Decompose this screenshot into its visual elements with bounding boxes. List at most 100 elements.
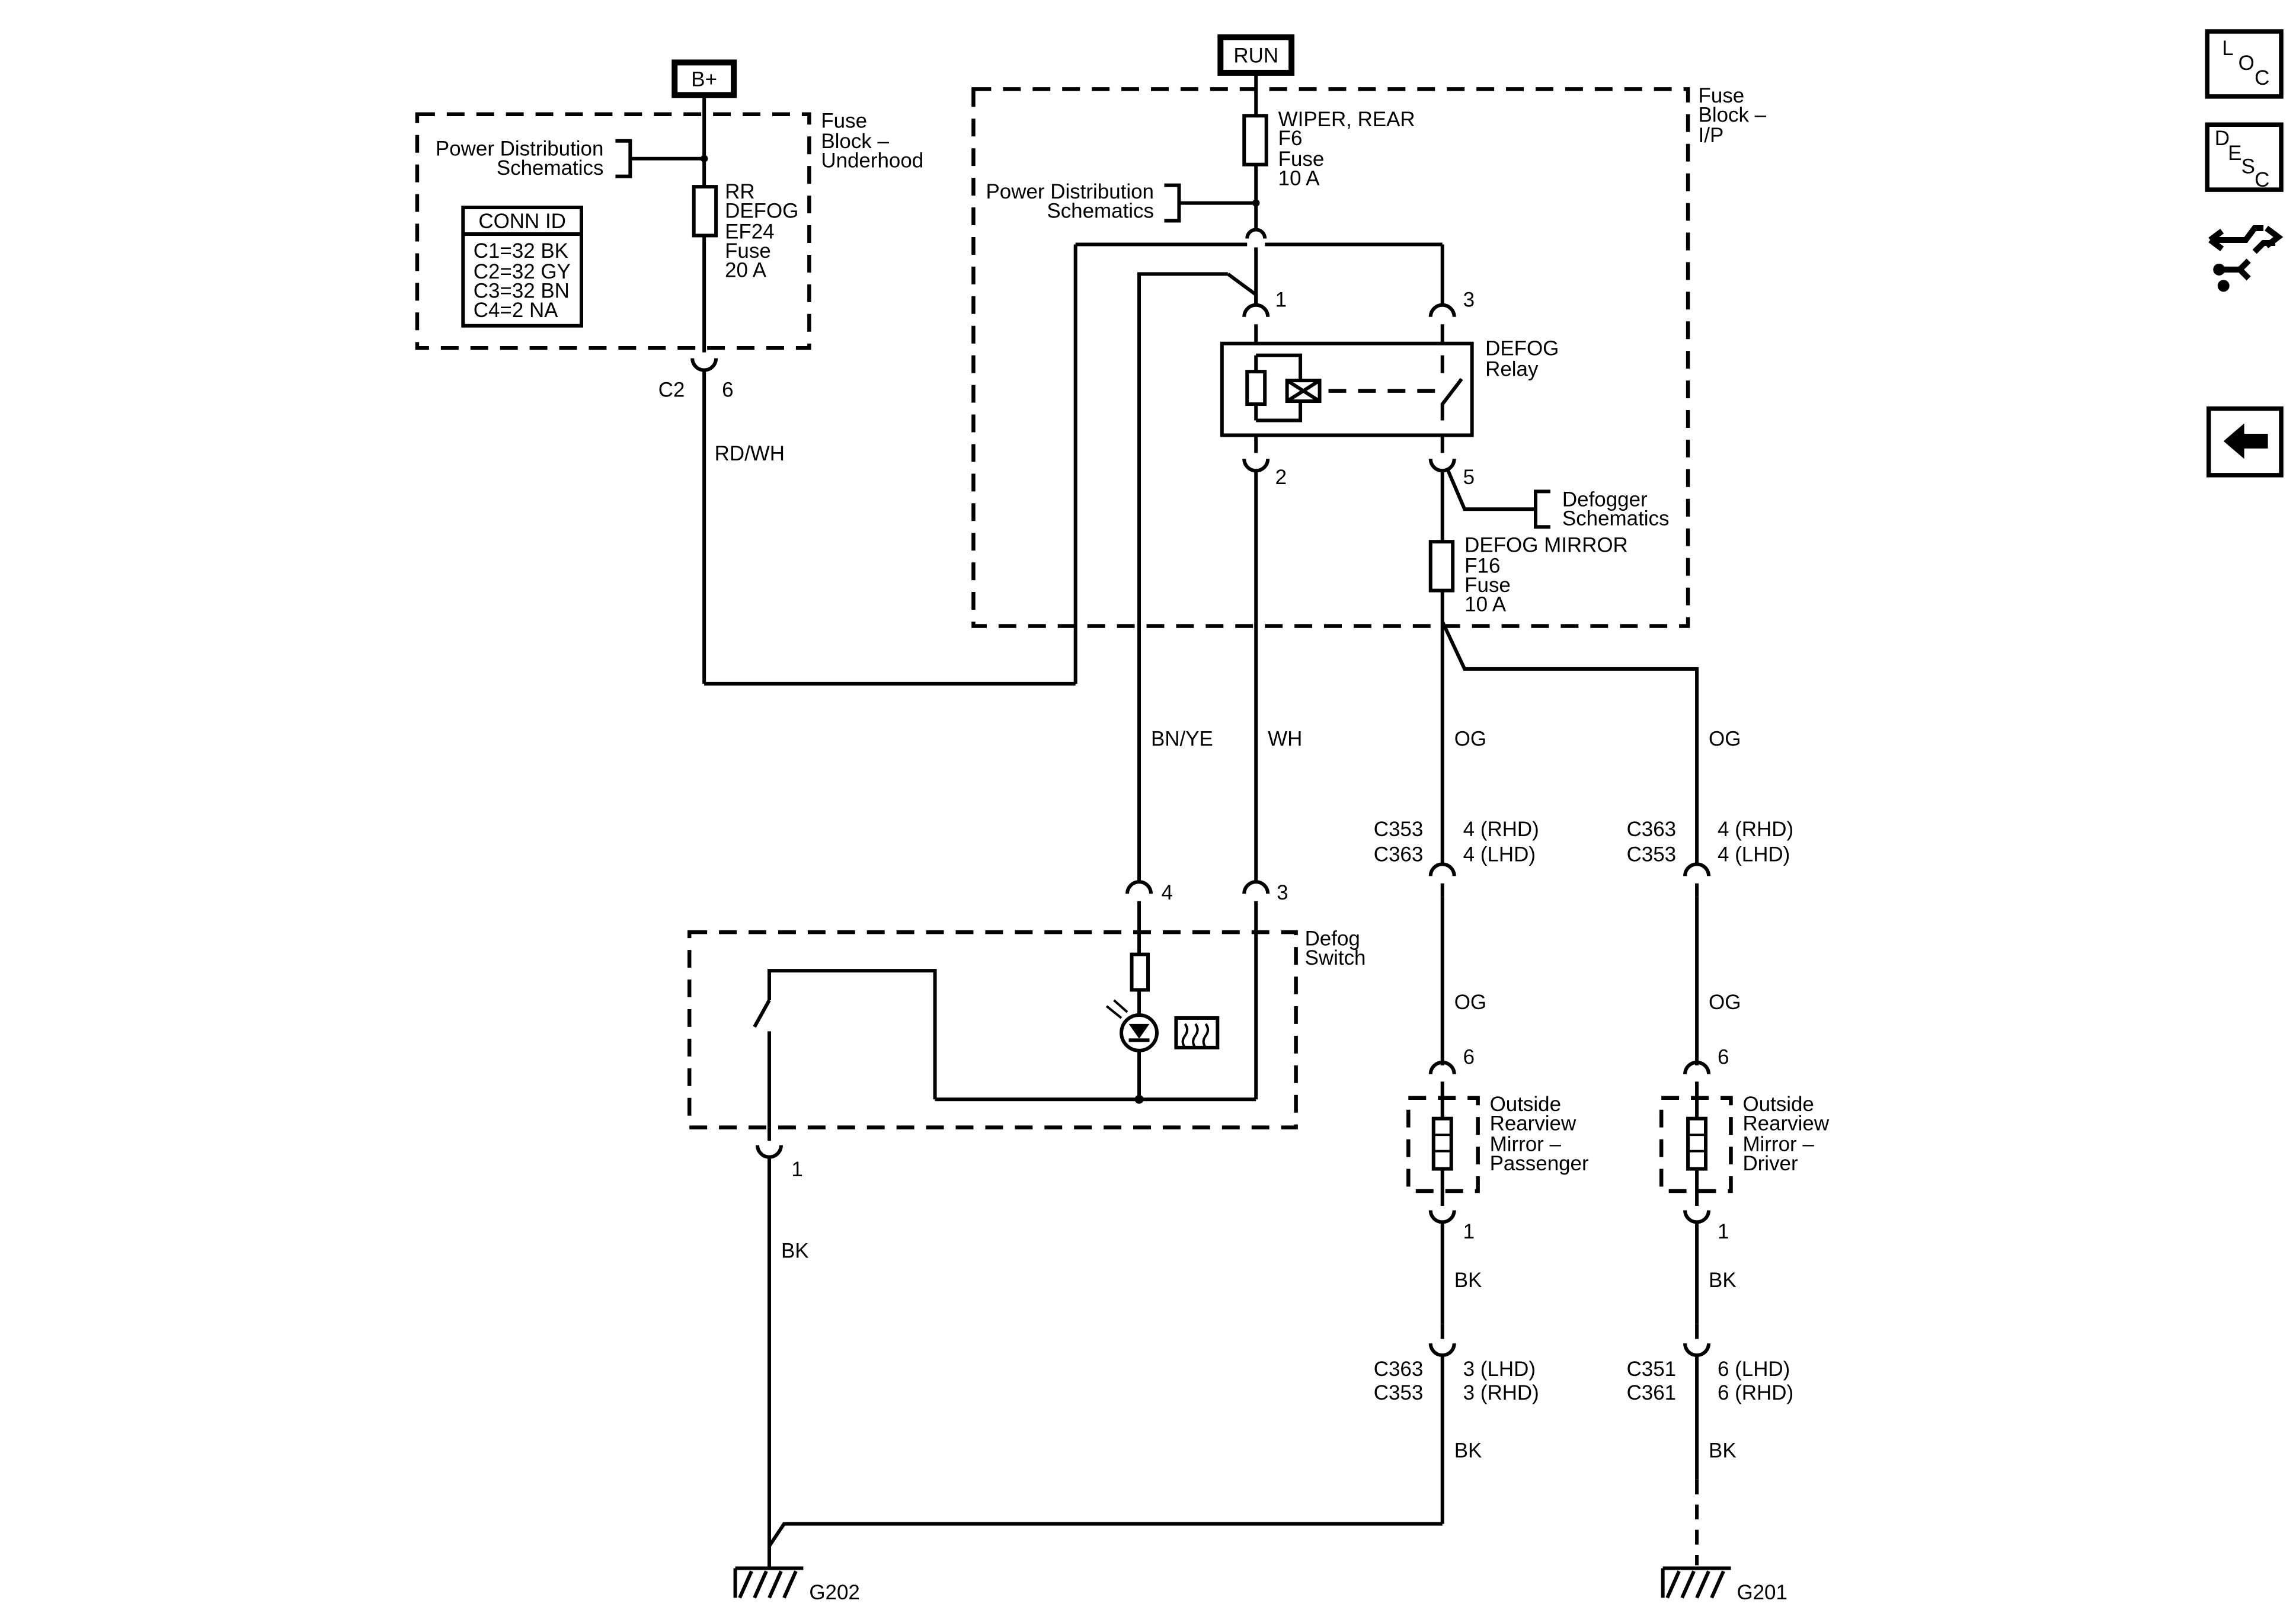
switch-pin3-connector-icon — [1242, 880, 1270, 894]
rear-defog-symbol-icon — [1174, 1016, 1220, 1049]
relay-pin-5: 5 — [1463, 466, 1475, 489]
connector-label: C361 — [1627, 1381, 1677, 1404]
run-text: RUN — [1233, 44, 1278, 67]
ip-power-dist-2: Schematics — [1047, 200, 1154, 223]
relay-label: Relay — [1485, 358, 1539, 381]
og-wire-label-left: OG — [1454, 728, 1486, 751]
passenger-mirror-label: Outside — [1490, 1093, 1561, 1116]
conn-id-title: CONN ID — [478, 210, 566, 233]
loc-letter: L — [2222, 37, 2233, 60]
passenger-mirror-label: Passenger — [1490, 1152, 1589, 1175]
wiring-connector-icon[interactable] — [2208, 225, 2284, 292]
connector-label: C363 — [1374, 1358, 1424, 1381]
connector-label: C363 — [1374, 843, 1424, 866]
ip-power-dist-1: Power Distribution — [986, 180, 1153, 203]
fuse-block-underhood: Fuse Block – Underhood Power Distributio… — [415, 109, 923, 402]
ground-g201-label: G201 — [1737, 1581, 1787, 1604]
rr-defog-fuse-label: RR — [725, 180, 754, 203]
defogger-schematics-2: Schematics — [1562, 507, 1670, 530]
bn-ye-wire-label: BN/YE — [1151, 728, 1213, 751]
connector-label: C353 — [1374, 1381, 1424, 1404]
og-wire-label-passenger: OG — [1454, 991, 1486, 1014]
wiper-fuse-label: WIPER, REAR — [1278, 108, 1415, 131]
c2-pin-label: 6 — [722, 379, 733, 402]
mirror-fuse-label: 10 A — [1464, 593, 1507, 616]
driver-mirror-pin-bottom: 1 — [1718, 1220, 1729, 1243]
passenger-mirror-label: Mirror – — [1490, 1133, 1562, 1156]
driver-mirror-heater: Outside Rearview Mirror – Driver — [1659, 1093, 1830, 1193]
switch-contact-icon — [753, 999, 771, 1028]
og-wire-label-driver: OG — [1709, 991, 1741, 1014]
driver-mirror-pin-top: 6 — [1718, 1045, 1729, 1068]
bk-wire-label-switch: BK — [781, 1239, 809, 1262]
underhood-power-dist-1: Power Distribution — [436, 137, 603, 161]
loc-letter: C — [2255, 66, 2269, 89]
conn-id-table: CONN ID C1=32 BK C2=32 GY C3=32 BN C4=2 … — [461, 206, 583, 328]
defogger-schematics-1: Defogger — [1562, 488, 1648, 511]
desc-letter: S — [2241, 155, 2255, 178]
back-arrow-icon[interactable] — [2206, 406, 2284, 478]
connector-pin-label: 4 (LHD) — [1718, 843, 1790, 866]
desc-button[interactable]: D E S C — [2205, 122, 2284, 192]
switch-pin4-connector-icon — [1125, 880, 1153, 894]
underhood-title-2: Block – — [821, 130, 889, 153]
underhood-title-1: Fuse — [821, 109, 867, 132]
passenger-mirror-pin-bottom: 1 — [1463, 1220, 1475, 1243]
defog-switch-title-1: Defog — [1305, 927, 1360, 950]
defog-relay: DEFOG Relay — [1220, 337, 1559, 437]
conn-id-row: C4=2 NA — [474, 299, 558, 322]
c2-connector-label: C2 — [658, 379, 685, 402]
connector-pin-label: 6 (LHD) — [1718, 1358, 1790, 1381]
ip-title-2: Block – — [1699, 103, 1767, 126]
underhood-title-3: Underhood — [821, 149, 923, 172]
loc-button[interactable]: L O C — [2205, 29, 2284, 99]
wh-wire-label: WH — [1268, 728, 1302, 751]
b-plus-text: B+ — [691, 68, 717, 91]
rr-defog-fuse-label: Fuse — [725, 239, 771, 263]
desc-letter: E — [2228, 142, 2241, 165]
conn-id-row: C1=32 BK — [474, 239, 568, 263]
passenger-branch: C353 C363 4 (RHD) 4 (LHD) OG 6 Outside R… — [1374, 818, 1589, 1524]
desc-letter: D — [2215, 127, 2230, 150]
fuse-block-ip: Fuse Block – I/P WIPER, REAR F6 Fuse 10 … — [971, 84, 1767, 628]
switch-pin1-connector-icon — [756, 1145, 783, 1159]
defog-mirror-fuse: DEFOG MIRROR F16 Fuse 10 A — [1428, 534, 1628, 616]
connector-pin-label: 4 (RHD) — [1463, 818, 1539, 841]
passenger-mirror-pin-top: 6 — [1463, 1045, 1475, 1068]
c351-connector-icon — [1683, 1343, 1711, 1357]
driver-mirror-label: Outside — [1742, 1093, 1814, 1116]
c353-connector-icon — [1428, 862, 1456, 876]
b-plus-power-label: B+ — [671, 59, 737, 98]
c363-connector-icon — [1428, 1343, 1456, 1357]
defog-switch: Defog Switch 4 3 1 — [687, 880, 1366, 1181]
ground-g202-label: G202 — [809, 1581, 859, 1604]
ground-g202-icon: G202 — [733, 1561, 860, 1604]
switch-pin-4: 4 — [1161, 881, 1172, 904]
relay-pin3-connector-icon — [1428, 303, 1456, 317]
bk-wire-label-passenger: BK — [1454, 1269, 1482, 1292]
wiper-fuse-label: F6 — [1278, 127, 1303, 150]
wiper-rear-fuse: WIPER, REAR F6 Fuse 10 A — [1242, 108, 1415, 190]
ip-title-1: Fuse — [1699, 84, 1745, 107]
connector-pin-label: 3 (LHD) — [1463, 1358, 1536, 1381]
wiper-fuse-label: Fuse — [1278, 148, 1325, 171]
rd-wh-wire-label: RD/WH — [715, 442, 785, 465]
bk-wire-label-driver: BK — [1709, 1269, 1737, 1292]
rr-defog-fuse: RR DEFOG EF24 Fuse 20 A — [692, 180, 798, 281]
ip-title-3: I/P — [1699, 124, 1724, 147]
run-power-label: RUN — [1217, 34, 1295, 76]
mirror-fuse-label: DEFOG MIRROR — [1464, 534, 1628, 557]
switch-pin-1: 1 — [791, 1158, 802, 1181]
loc-letter: O — [2239, 52, 2255, 75]
indicator-led-icon — [1105, 999, 1159, 1052]
og-wire-label-right: OG — [1709, 728, 1741, 751]
desc-letter: C — [2255, 168, 2269, 191]
relay-pin-1: 1 — [1275, 288, 1287, 311]
relay-pin5-connector-icon — [1428, 459, 1456, 473]
defog-switch-title-2: Switch — [1305, 946, 1366, 969]
bk-wire-label-passenger-lower: BK — [1454, 1439, 1482, 1462]
conn-id-row: C2=32 GY — [474, 260, 571, 283]
switch-pin-3: 3 — [1277, 881, 1288, 904]
driver-mirror-label: Mirror – — [1742, 1133, 1814, 1156]
